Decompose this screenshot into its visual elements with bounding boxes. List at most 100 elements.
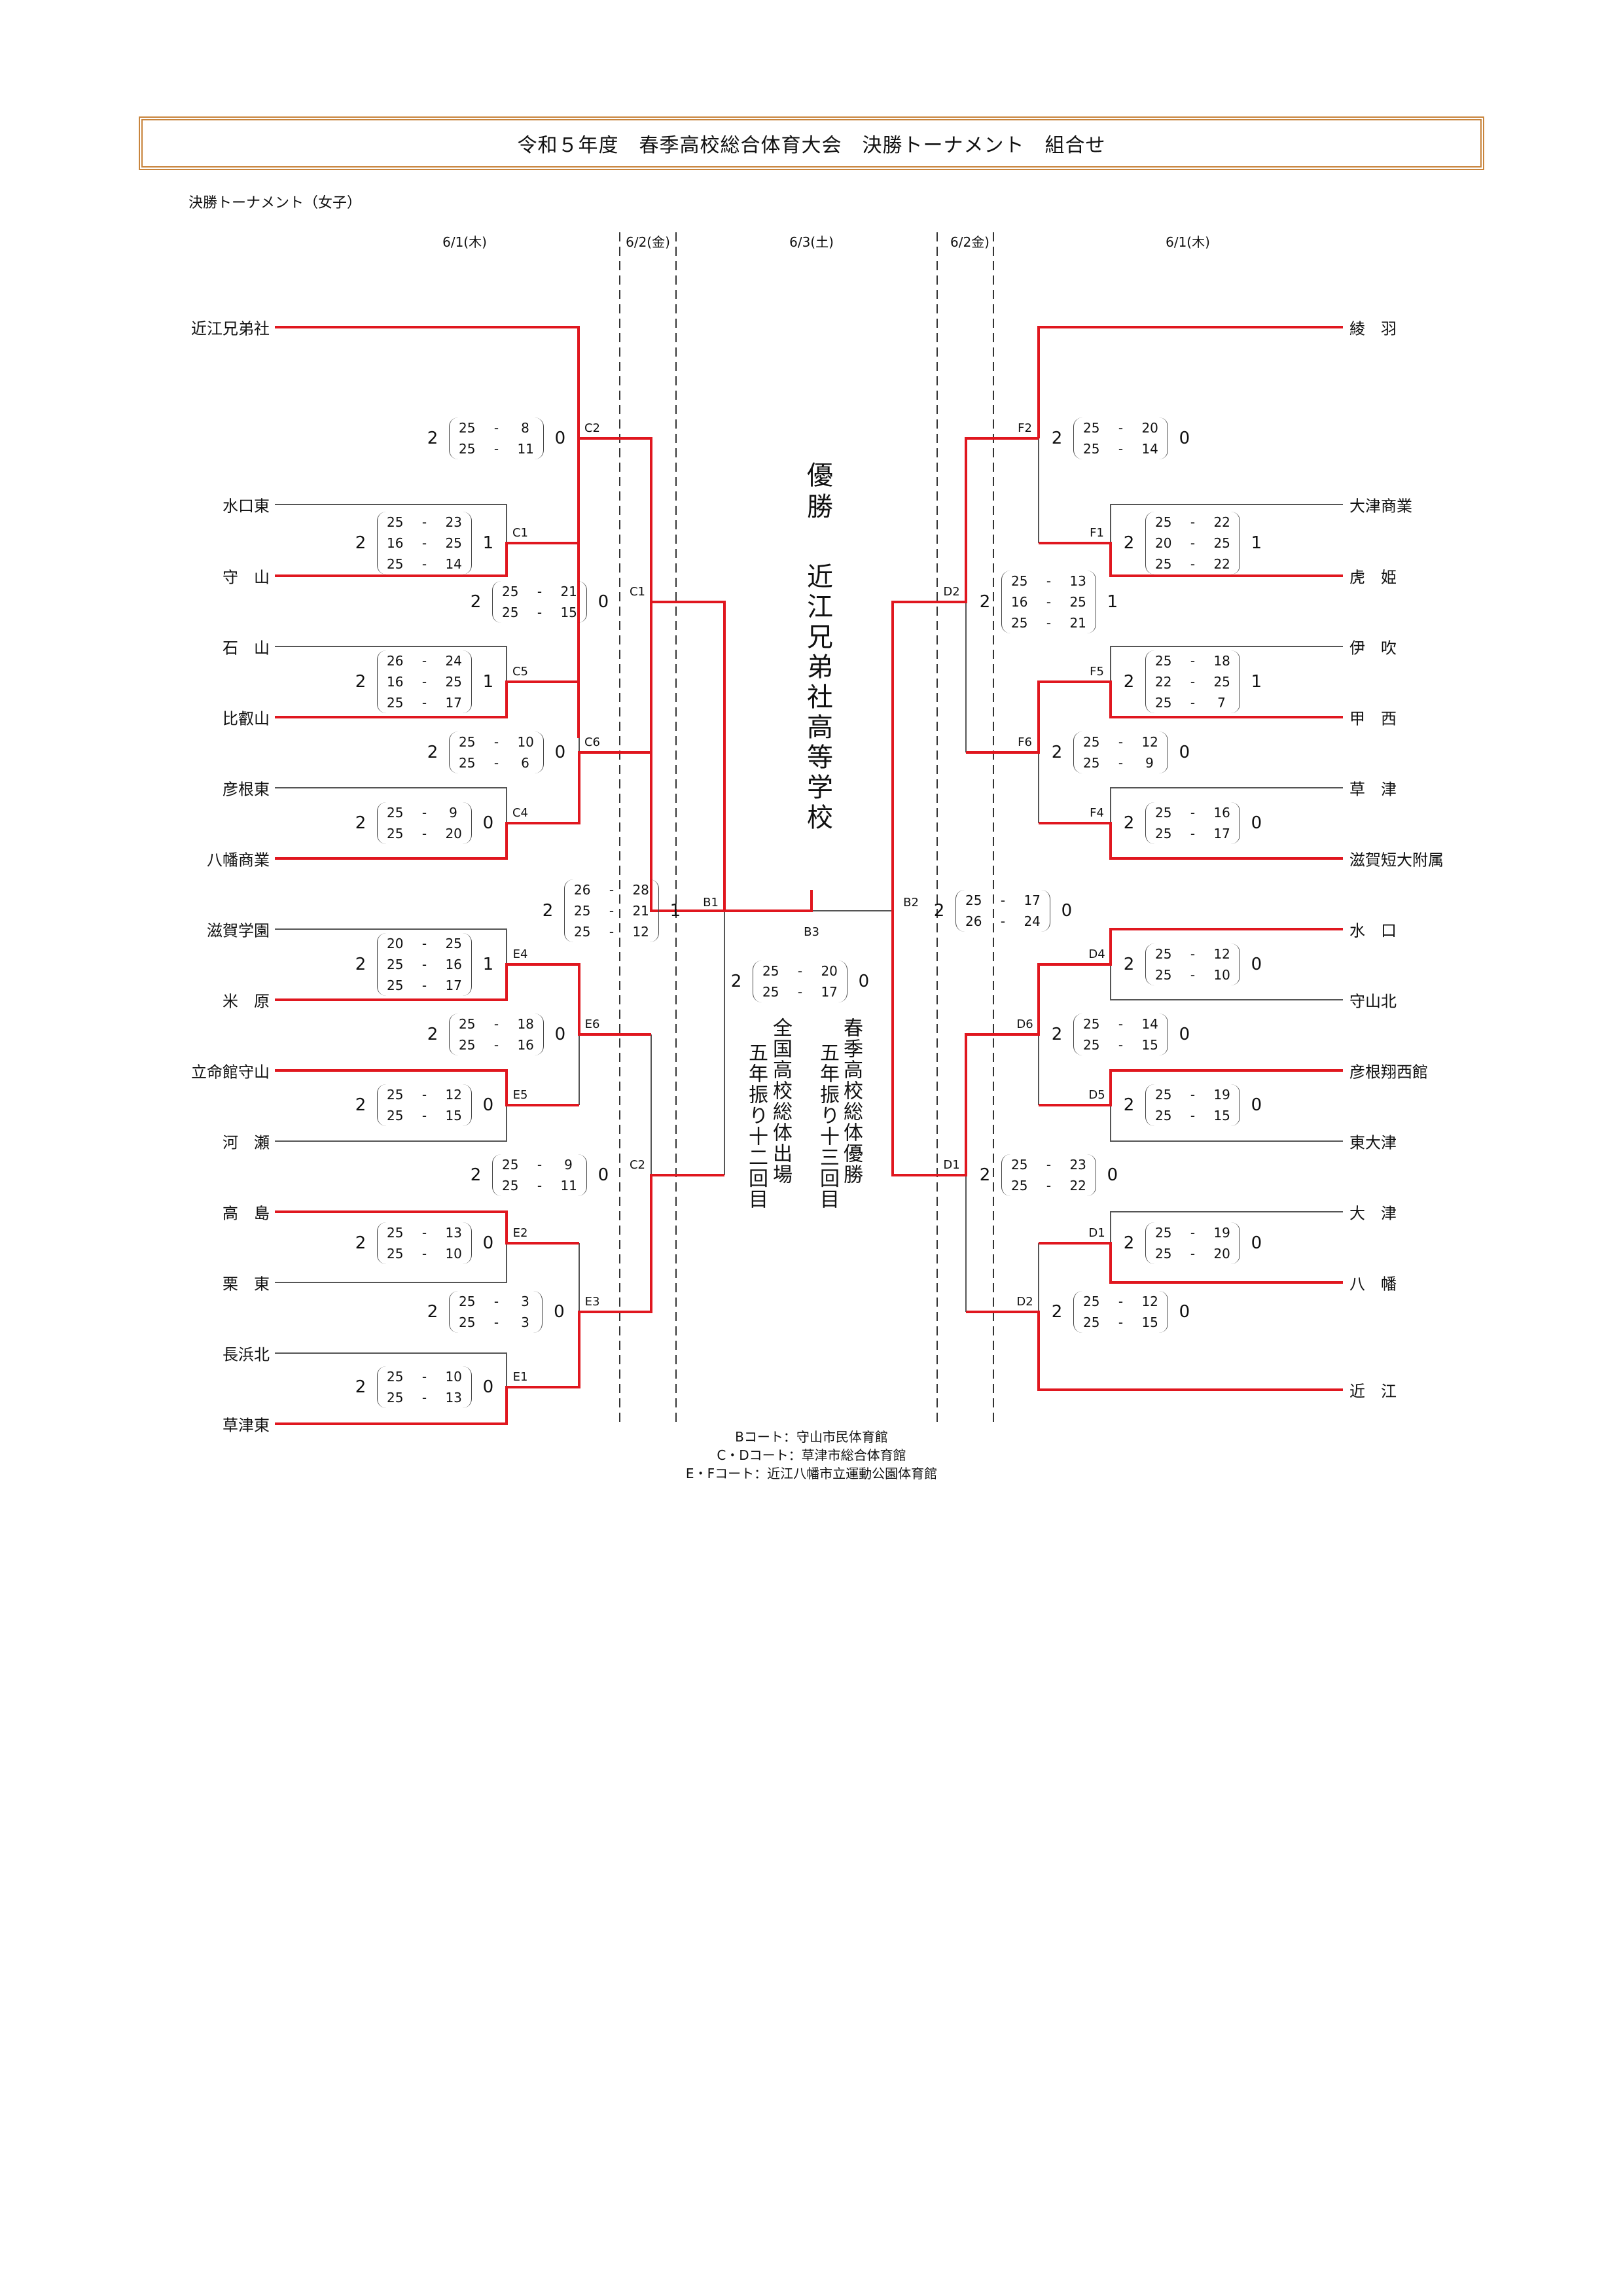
- set-dash: -: [1046, 1178, 1052, 1193]
- team-right: 彦根翔西館: [1349, 1063, 1428, 1082]
- team-right: 綾 羽: [1349, 319, 1397, 338]
- venue-ef-court: E・Fコート：近江八幡市立運動公園体育館: [685, 1466, 938, 1481]
- bracket-line-winner: [275, 751, 651, 860]
- set-points-b: 23: [1069, 1157, 1086, 1173]
- set-points-a: 25: [459, 420, 476, 436]
- sets-lost: 1: [482, 955, 494, 974]
- team-left: 高 島: [223, 1204, 270, 1223]
- match-code: C5: [512, 665, 529, 679]
- sets-lost: 0: [1251, 955, 1262, 974]
- sets-lost: 0: [1251, 813, 1262, 833]
- team-right: 虎 姫: [1349, 568, 1397, 587]
- sets-lost: 0: [554, 743, 566, 762]
- set-dash: -: [493, 1016, 499, 1032]
- set-points-b: 12: [632, 924, 649, 940]
- set-row: 25-12: [1083, 734, 1158, 750]
- set-row: 26-28: [574, 882, 649, 898]
- set-points-b: 17: [445, 695, 462, 711]
- set-dash: -: [493, 441, 499, 457]
- bracket-line-winner: [891, 911, 1343, 1176]
- date-left-round3: 6/2(金): [626, 234, 670, 250]
- set-points-a: 25: [1155, 556, 1172, 572]
- set-points-b: 3: [521, 1315, 529, 1330]
- champion-label: 優勝: [802, 461, 832, 524]
- sets-won: 2: [1123, 813, 1135, 833]
- set-row: 25-14: [1083, 1016, 1158, 1032]
- set-points-b: 16: [1213, 805, 1230, 821]
- set-row: 25-23: [1011, 1157, 1086, 1173]
- sets-lost: 0: [1179, 429, 1190, 448]
- set-points-b: 9: [1145, 755, 1154, 771]
- set-dash: -: [1118, 755, 1124, 771]
- team-left: 米 原: [223, 992, 270, 1011]
- set-dash: -: [1118, 1294, 1124, 1309]
- sets-won: 2: [1123, 955, 1135, 974]
- sets-lost: 0: [597, 592, 609, 612]
- set-points-b: 13: [1069, 573, 1086, 589]
- note-spring-title: 春季高校総体優勝: [840, 1017, 863, 1185]
- bracket-line-loser: [275, 504, 507, 543]
- sets-lost: 1: [1107, 592, 1118, 612]
- set-points-b: 24: [1024, 913, 1041, 929]
- set-points-b: 25: [1069, 594, 1086, 610]
- team-left: 八幡商業: [207, 851, 270, 870]
- set-row: 20-25: [387, 936, 462, 951]
- set-points-a: 25: [574, 903, 591, 919]
- set-points-a: 25: [1155, 653, 1172, 669]
- bracket-line-winner: [1037, 326, 1343, 438]
- sets-won: 2: [355, 813, 366, 833]
- set-points-a: 20: [387, 936, 404, 951]
- bracket-line-winner: [275, 1210, 579, 1245]
- team-left: 比叡山: [223, 709, 270, 728]
- set-points-b: 11: [517, 441, 534, 457]
- set-row: 25-14: [1083, 441, 1158, 457]
- bracket-line-winner: [966, 680, 1343, 754]
- set-row: 25-17: [387, 978, 462, 993]
- set-points-a: 25: [387, 556, 404, 572]
- bracket-line-loser: [1110, 504, 1343, 543]
- bracket-line-winner: [891, 437, 1039, 911]
- set-points-b: 9: [564, 1157, 573, 1173]
- set-points-a: 25: [387, 826, 404, 841]
- match-code: E2: [512, 1226, 528, 1240]
- set-dash: -: [493, 1315, 499, 1330]
- bracket-line-loser: [1110, 964, 1343, 1000]
- match-code: C1: [629, 585, 646, 599]
- sets-won: 2: [355, 1233, 366, 1253]
- set-dash: -: [421, 1246, 427, 1262]
- bracket-line-loser: [1110, 787, 1343, 823]
- team-right: 近 江: [1349, 1382, 1397, 1401]
- sets-won: 2: [1123, 672, 1135, 692]
- set-dash: -: [1000, 892, 1006, 908]
- page-title: 令和５年度 春季高校総合体育大会 決勝トーナメント 組合せ: [517, 134, 1106, 157]
- set-row: 25-12: [1083, 1294, 1158, 1309]
- set-row: 25-22: [1155, 514, 1230, 530]
- set-points-b: 17: [1213, 826, 1230, 841]
- sets-won: 2: [355, 1095, 366, 1115]
- sets-won: 2: [355, 955, 366, 974]
- title-box: 令和５年度 春季高校総合体育大会 決勝トーナメント 組合せ: [139, 116, 1484, 170]
- set-row: 16-25: [1011, 594, 1086, 610]
- bracket-line-winner: [966, 1311, 1343, 1391]
- set-points-b: 3: [521, 1294, 529, 1309]
- set-dash: -: [1190, 674, 1196, 690]
- set-points-a: 25: [502, 1157, 519, 1173]
- set-dash: -: [493, 420, 499, 436]
- set-row: 25-11: [459, 441, 534, 457]
